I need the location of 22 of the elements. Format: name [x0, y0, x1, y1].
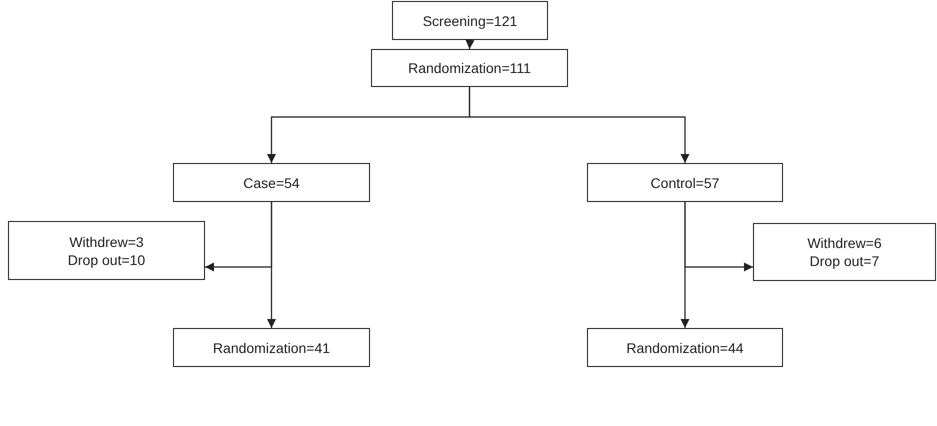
box-label: Randomization=44 — [626, 338, 744, 356]
process-box — [392, 1, 548, 40]
arrow — [468, 87, 690, 163]
box-label: Randomization=111 — [408, 59, 531, 77]
process-box — [8, 221, 205, 280]
process-box — [587, 328, 783, 367]
box-label: Screening=121 — [422, 12, 518, 30]
process-box — [753, 223, 936, 281]
box-label: Randomization=41 — [212, 338, 330, 356]
process-box — [371, 49, 568, 87]
box-label: Drop out=7 — [810, 252, 880, 270]
box-label: Case=54 — [243, 174, 300, 192]
process-box — [587, 163, 783, 202]
box-label: Drop out=10 — [68, 250, 146, 268]
box-label: Withdrew=6 — [807, 234, 882, 252]
arrow — [680, 202, 690, 328]
arrow — [267, 202, 276, 328]
box-label: Withdrew=3 — [69, 232, 144, 250]
process-box — [173, 163, 370, 202]
box-label: Control=57 — [650, 174, 720, 192]
process-box — [173, 328, 370, 367]
arrow — [466, 40, 474, 50]
